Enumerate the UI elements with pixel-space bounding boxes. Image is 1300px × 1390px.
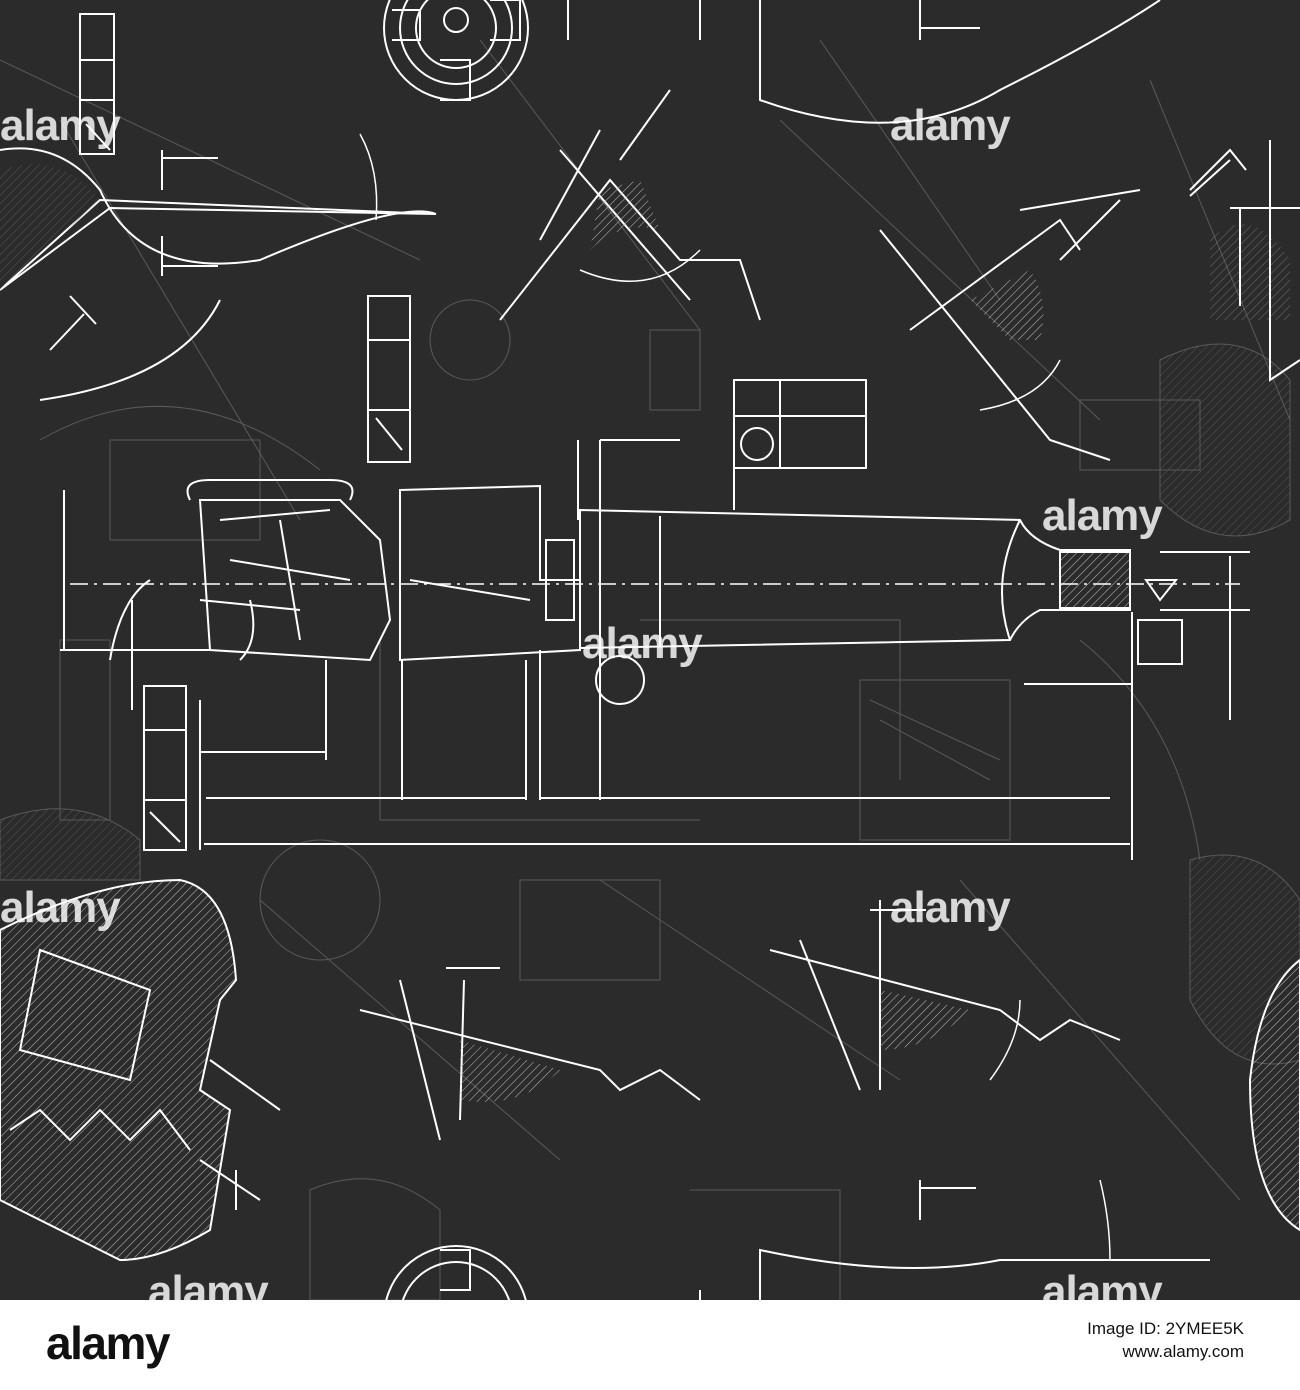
bottom-gear [385,1179,1210,1300]
top-left-hatch [0,164,100,290]
site-url: www.alamy.com [1122,1341,1244,1361]
angled-detail-right [879,189,1141,461]
top-gear [383,0,569,101]
angled-hatch-top [590,180,660,250]
bottom-hatch-b [880,990,970,1050]
technical-drawing [0,0,1300,1300]
angled-hatch-right [970,270,1044,340]
footer-info: Image ID: 2YMEE5K www.alamy.com [1087,1318,1244,1364]
bottom-hatch-a [460,1040,560,1102]
bottom-angled-details [359,900,1121,1141]
faint-background-lines [0,39,1300,1300]
right-hatch [1210,224,1290,320]
blueprint-artwork: alamy alamy alamy alamy alamy alamy alam… [0,0,1300,1300]
bottom-left-part [0,878,281,1262]
alamy-logo: alamy [46,1317,170,1369]
footer-bar: alamy Image ID: 2YMEE5K www.alamy.com [0,1300,1300,1390]
bottom-right-part [1248,958,1300,1232]
image-id: Image ID: 2YMEE5K [1087,1319,1244,1338]
main-assembly [60,295,1250,860]
